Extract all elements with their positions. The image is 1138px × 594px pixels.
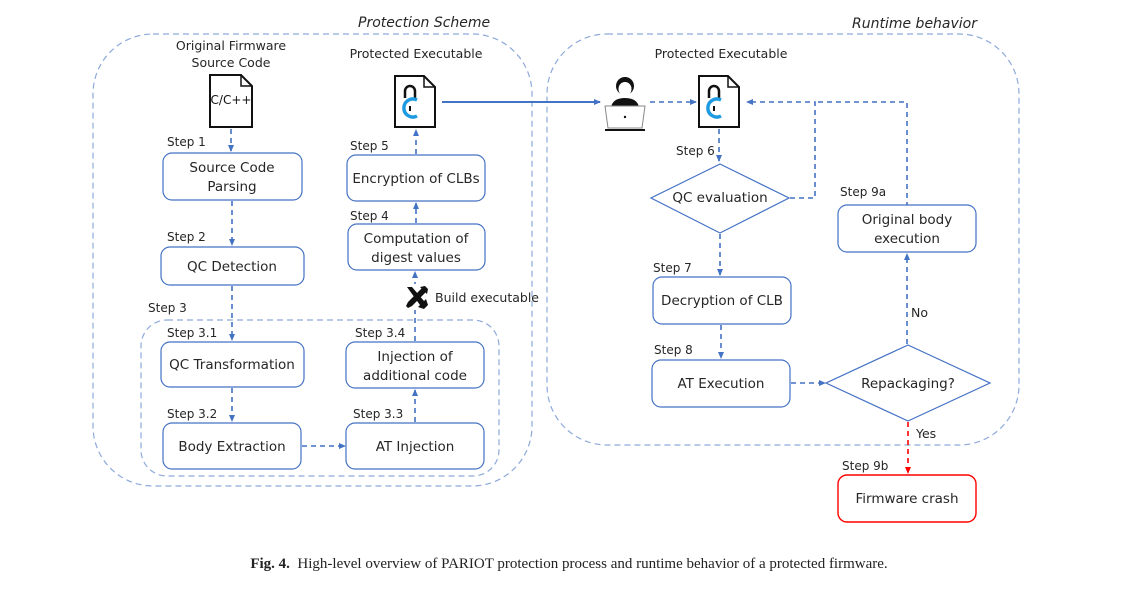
runtime-behavior-title: Runtime behavior <box>852 16 978 32</box>
svg-text:Repackaging?: Repackaging? <box>861 376 955 392</box>
figure-number: Fig. 4. <box>250 556 290 572</box>
svg-text:Injection of: Injection of <box>377 349 453 365</box>
injection-additional-code-box: Injection of additional code <box>345 341 485 389</box>
qc-evaluation-decision: QC evaluation <box>649 163 791 234</box>
step32-label: Step 3.2 <box>167 407 217 421</box>
svg-text:QC Transformation: QC Transformation <box>169 357 295 373</box>
svg-text:QC evaluation: QC evaluation <box>672 190 767 206</box>
svg-text:C/C++: C/C++ <box>211 93 252 107</box>
repackaging-decision: Repackaging? <box>824 344 992 422</box>
runtime-behavior-container <box>546 33 1020 446</box>
step31-label: Step 3.1 <box>167 326 217 340</box>
protected-file-icon-runtime <box>698 75 740 128</box>
at-execution-box: AT Execution <box>651 359 791 408</box>
svg-text:Computation of: Computation of <box>364 231 470 247</box>
original-firmware-label: Original Firmware <box>176 38 286 53</box>
svg-text:Original body: Original body <box>862 212 953 228</box>
qc-transformation-box: QC Transformation <box>160 341 305 388</box>
body-extraction-box: Body Extraction <box>162 422 302 470</box>
original-body-execution-box: Original body execution <box>837 204 977 253</box>
step34-label: Step 3.4 <box>355 326 405 340</box>
figure-caption-text: High-level overview of PARIOT protection… <box>297 556 888 572</box>
step8-label: Step 8 <box>654 343 693 357</box>
encryption-clbs-box: Encryption of CLBs <box>346 154 486 202</box>
source-code-parsing-box: Source Code Parsing <box>162 152 303 201</box>
step7-label: Step 7 <box>653 261 692 275</box>
protected-executable-right-label: Protected Executable <box>655 46 788 61</box>
yes-label: Yes <box>915 426 936 441</box>
step4-label: Step 4 <box>350 209 389 223</box>
step3-label: Step 3 <box>148 301 187 315</box>
at-injection-box: AT Injection <box>345 422 485 470</box>
tools-icon <box>402 284 428 310</box>
svg-text:Source Code: Source Code <box>189 160 274 176</box>
step9a-label: Step 9a <box>840 185 886 199</box>
user-laptop-icon <box>604 77 646 131</box>
step5-label: Step 5 <box>350 139 389 153</box>
svg-text:AT Injection: AT Injection <box>376 439 455 455</box>
source-code-label: Source Code <box>192 55 271 70</box>
svg-text:execution: execution <box>874 231 940 247</box>
source-file-icon: C/C++ <box>209 74 253 128</box>
qc-detection-box: QC Detection <box>160 246 305 286</box>
step3-container <box>140 319 500 477</box>
no-label: No <box>911 305 928 320</box>
step33-label: Step 3.3 <box>353 407 403 421</box>
figure-caption: Fig. 4. High-level overview of PARIOT pr… <box>0 556 1138 573</box>
svg-text:Body Extraction: Body Extraction <box>178 439 285 455</box>
svg-text:Parsing: Parsing <box>207 179 256 195</box>
svg-text:additional code: additional code <box>363 368 467 384</box>
firmware-crash-box: Firmware crash <box>837 474 977 523</box>
svg-text:QC Detection: QC Detection <box>187 259 277 275</box>
protection-scheme-title: Protection Scheme <box>358 15 490 31</box>
svg-text:Encryption of CLBs: Encryption of CLBs <box>352 171 479 187</box>
protected-file-icon <box>394 75 436 128</box>
build-executable-label: Build executable <box>435 290 539 305</box>
qc-loop-arrow <box>746 99 816 199</box>
svg-text:Firmware crash: Firmware crash <box>856 491 959 507</box>
svg-text:AT Execution: AT Execution <box>678 376 765 392</box>
decryption-clb-box: Decryption of CLB <box>652 276 792 325</box>
protected-executable-left-label: Protected Executable <box>350 46 483 61</box>
step6-label: Step 6 <box>676 144 715 158</box>
step9b-label: Step 9b <box>842 459 888 473</box>
step9a-loop-arrow <box>815 101 908 207</box>
step1-label: Step 1 <box>167 135 206 149</box>
svg-text:digest values: digest values <box>371 250 461 266</box>
computation-digest-box: Computation of digest values <box>347 223 486 271</box>
step2-label: Step 2 <box>167 230 206 244</box>
svg-text:Decryption of CLB: Decryption of CLB <box>661 293 783 309</box>
